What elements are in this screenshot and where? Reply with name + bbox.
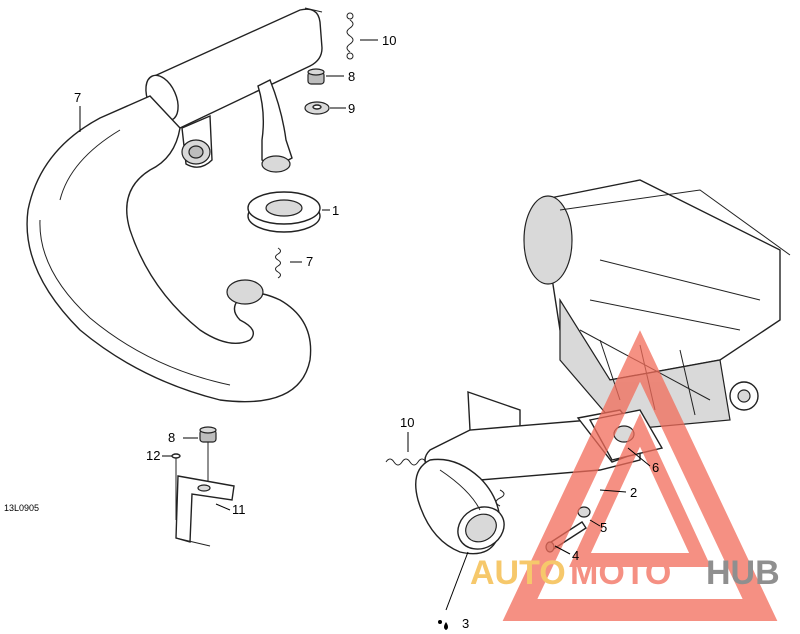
callout-8-top: 8 [348, 69, 355, 84]
watermark-triangle [502, 330, 778, 621]
spring-top [346, 12, 354, 60]
leader-lines [79, 39, 651, 611]
watermark-moto: MOTO [570, 554, 671, 592]
callout-6: 6 [652, 460, 659, 475]
callout-2: 2 [630, 485, 637, 500]
callout-8-bottom: 8 [168, 430, 175, 445]
tuned-pipe [26, 95, 312, 403]
callout-9: 9 [348, 101, 355, 116]
watermark-hub: HUB [706, 554, 780, 592]
watermark-auto: AUTO [470, 554, 566, 592]
spring-middle [275, 247, 281, 279]
rubber-mount [307, 68, 325, 85]
callout-10-top: 10 [382, 33, 396, 48]
gasket-ring [247, 191, 321, 233]
callout-7-pipe: 7 [74, 90, 81, 105]
spring-manifold [385, 458, 427, 466]
diagram-code: 13L0905 [4, 503, 39, 513]
callout-7-spring: 7 [306, 254, 313, 269]
callout-4: 4 [572, 548, 579, 563]
watermark: AUTO MOTO HUB [470, 330, 780, 621]
callout-5: 5 [600, 520, 607, 535]
callout-3: 3 [438, 616, 469, 631]
callout-3-text: 3 [462, 616, 469, 631]
callout-1: 1 [332, 203, 339, 218]
bracket-assembly [171, 426, 235, 547]
callout-10-bottom: 10 [400, 415, 414, 430]
engine [523, 179, 791, 431]
muffler [145, 7, 323, 173]
callout-11: 11 [232, 502, 246, 517]
washer [304, 101, 330, 115]
callout-12: 12 [146, 448, 160, 463]
